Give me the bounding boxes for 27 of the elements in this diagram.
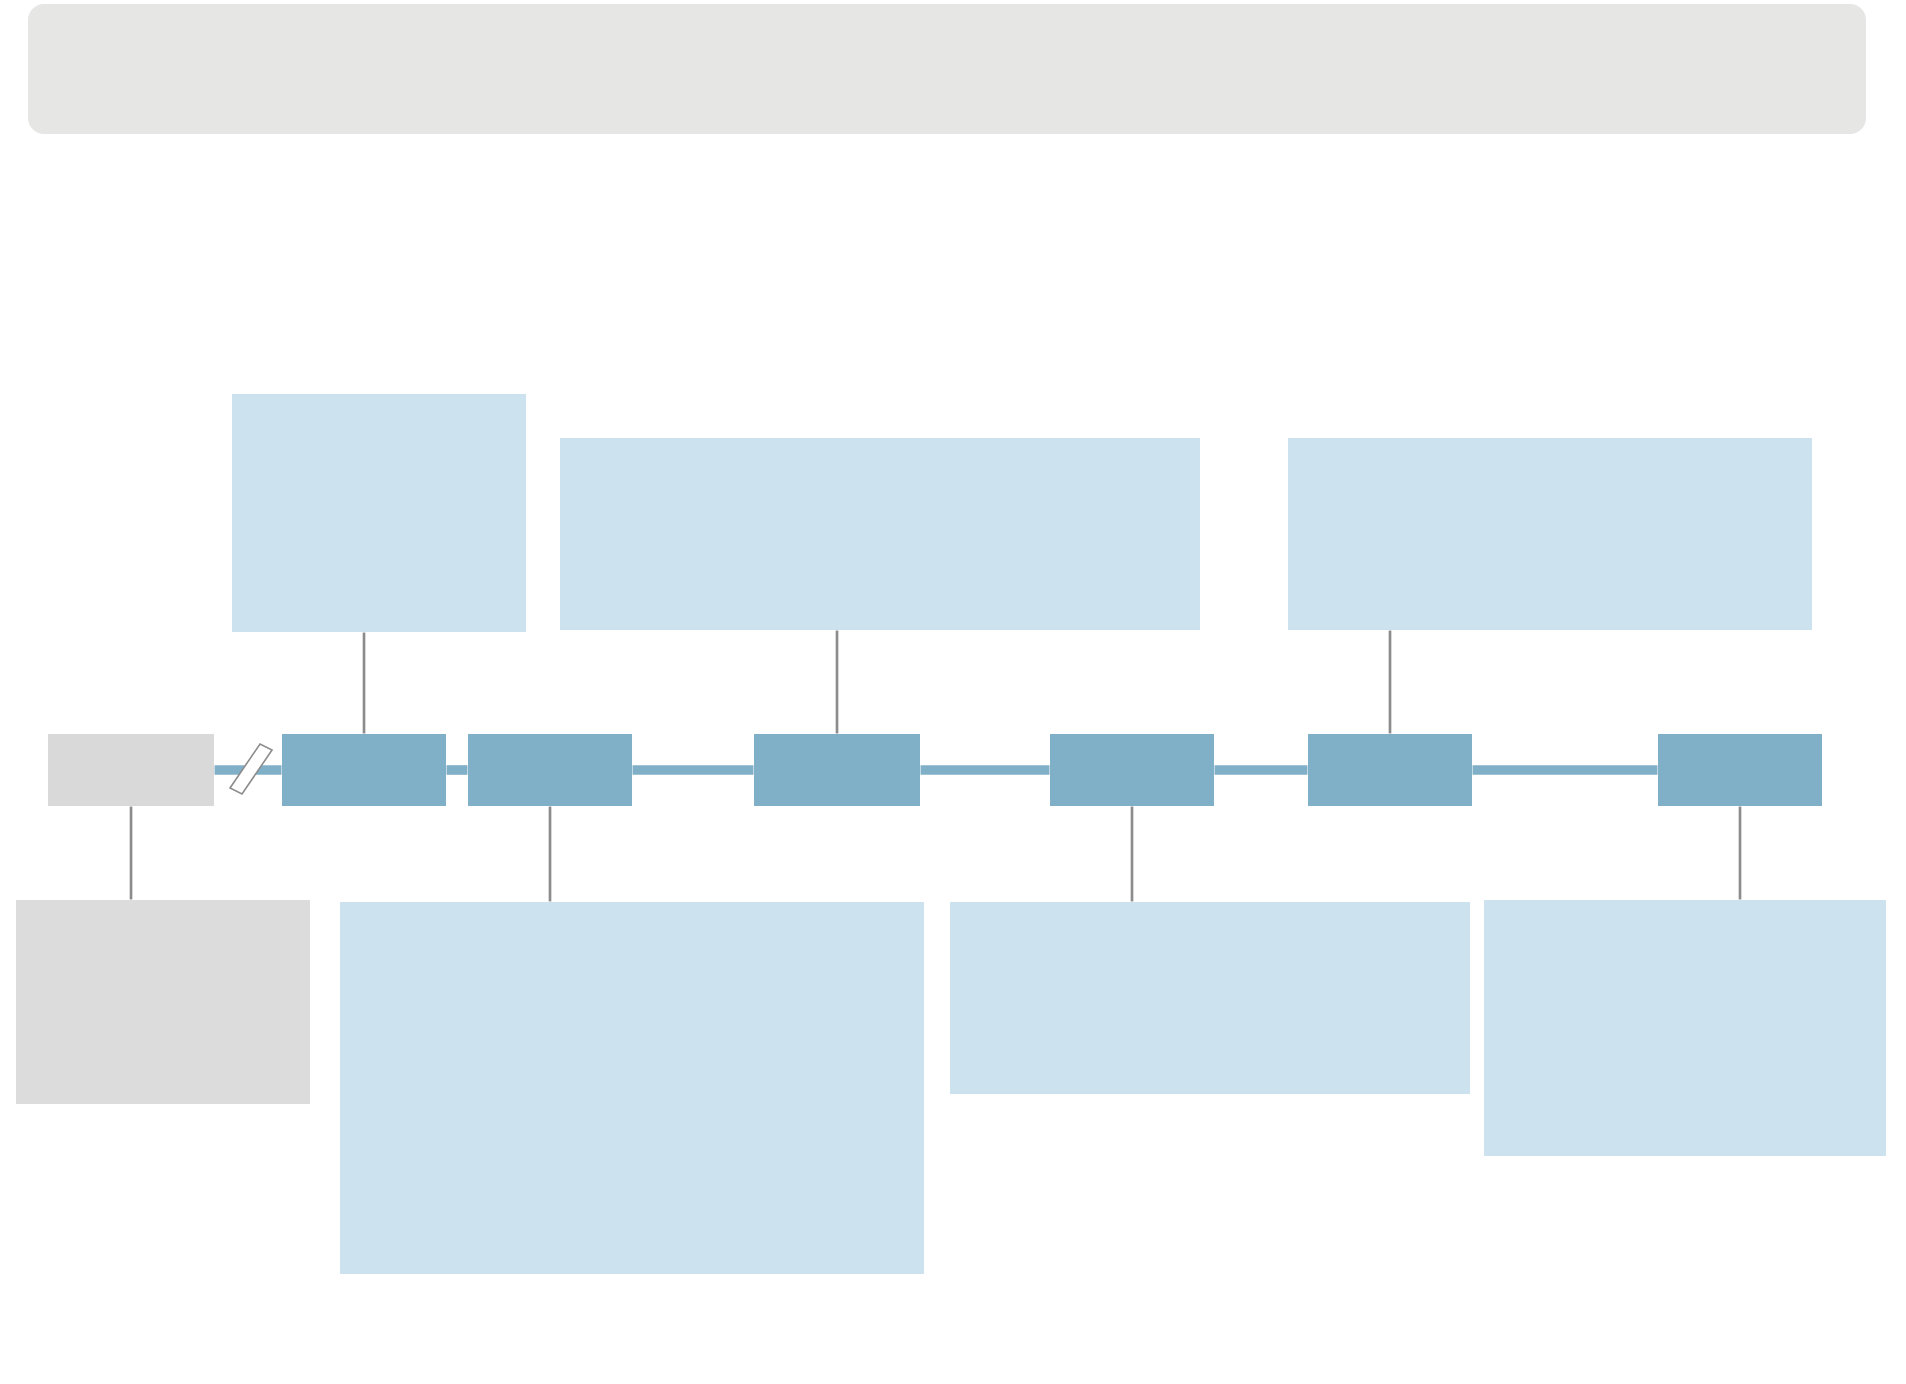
timeline-line (1472, 765, 1658, 775)
milestone-box (754, 734, 920, 806)
leader-line (1388, 630, 1392, 734)
milestone-box (1050, 734, 1214, 806)
timeline-line (920, 765, 1050, 775)
timeline-line (1214, 765, 1308, 775)
callout-box (340, 902, 924, 1274)
callout-box (232, 394, 526, 632)
milestone-box (1308, 734, 1472, 806)
callout-box (1288, 438, 1812, 630)
callout-box (16, 900, 310, 1104)
leader-line (835, 630, 839, 734)
callout-box (950, 902, 1470, 1094)
leader-line (1130, 806, 1134, 902)
callout-box (560, 438, 1200, 630)
milestone-box (48, 734, 214, 806)
timeline-line (632, 765, 754, 775)
milestone-box (282, 734, 446, 806)
milestone-box (468, 734, 632, 806)
timeline-line (214, 765, 282, 775)
leader-line (548, 806, 552, 902)
leader-line (362, 632, 366, 734)
leader-line (129, 806, 133, 900)
callout-box (1484, 900, 1886, 1156)
milestone-box (1658, 734, 1822, 806)
leader-line (1738, 806, 1742, 900)
timeline-line (446, 765, 468, 775)
